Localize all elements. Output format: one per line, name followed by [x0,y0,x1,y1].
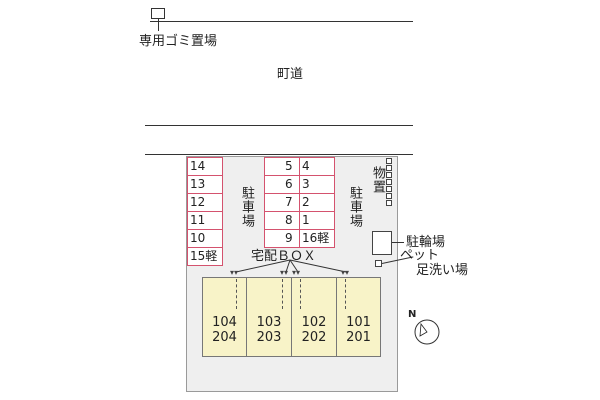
parking-space: 10 [187,229,223,248]
parking-space: 13 [187,175,223,194]
parking-space: 5 [264,157,300,176]
unit-number-upper: 104 [212,315,237,330]
entry-marker: ▾▾ [341,268,350,277]
unit-number-lower: 201 [346,330,371,345]
unit-103-203: 103 203 [246,277,292,357]
storage-rack-icon [386,158,392,207]
unit-102-202: 102 202 [291,277,337,357]
storage-label: 物置 [370,166,385,194]
entry-marker: ▾▾ [280,268,289,277]
unit-number-lower: 203 [256,330,282,345]
stair-line [236,279,237,309]
parking-space: 14 [187,157,223,176]
parking-space: 16軽 [299,229,335,248]
parking-space: 1 [299,211,335,230]
parking-space: 6 [264,175,300,194]
garbage-icon [151,8,165,19]
parking-space: 11 [187,211,223,230]
delivery-connectors [235,259,347,273]
unit-number-upper: 102 [301,315,327,330]
parking-label-right: 駐車場 [347,186,362,228]
stair-line [345,279,346,309]
delivery-box-label: 宅配ＢＯＸ [251,249,317,264]
stair-line [300,279,301,309]
entry-marker: ▾▾ [292,268,301,277]
pet-wash-icon [375,260,382,267]
parking-center-block: 5 6 7 8 9 4 3 2 1 16軽 [264,157,336,249]
entry-marker: ▾▾ [230,268,239,277]
pet-wash-label-2: 足洗い場 [416,263,469,278]
unit-number-lower: 204 [212,330,237,345]
unit-number-upper: 101 [346,315,371,330]
parking-left-column: 14 13 12 11 10 15軽 [187,157,225,267]
road-label: 町道 [277,67,304,82]
road-edge-north [145,125,413,126]
unit-101-201: 101 201 [336,277,381,357]
unit-104-204: 104 204 [202,277,247,357]
parking-space: 7 [264,193,300,212]
garbage-label: 専用ゴミ置場 [139,34,218,49]
parking-space: 2 [299,193,335,212]
compass-icon [414,319,440,345]
unit-number-lower: 202 [301,330,327,345]
parking-space: 15軽 [187,247,223,266]
parking-space: 4 [299,157,335,176]
road-top-line [150,21,413,22]
bicycle-shed-icon [372,231,392,255]
bicycle-connector [392,242,404,243]
stair-line [282,279,283,309]
road-edge-south [145,154,413,155]
bicycle-label: 駐輪場 [406,235,446,250]
garbage-connector [158,19,159,31]
parking-space: 3 [299,175,335,194]
parking-space: 8 [264,211,300,230]
pet-wash-label-1: ペット [400,248,440,263]
parking-space: 9 [264,229,300,248]
compass-north-label: N [408,309,417,320]
unit-number-upper: 103 [256,315,282,330]
parking-space: 12 [187,193,223,212]
parking-label-left: 駐車場 [239,186,254,228]
